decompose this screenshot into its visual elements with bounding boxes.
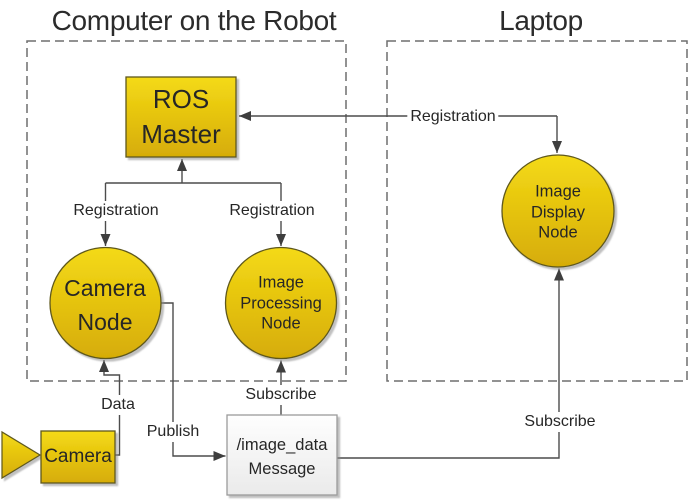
image-processing-node-label: Image Processing Node [240,273,322,333]
robot-computer-boundary [26,40,347,382]
registration-processing-label: Registration [226,201,318,221]
ros-master-box [125,76,237,158]
image-data-message-box [226,414,338,496]
robot-computer-title: Computer on the Robot [51,5,337,36]
image-data-message-label: /image_data Message [236,436,328,478]
camera-device-label: Camera [44,446,112,467]
camera-node-circle [49,246,162,360]
ros-master-label: ROS Master [141,84,221,149]
subscribe-processing-label: Subscribe [242,385,320,405]
laptop-title: Laptop [499,5,583,36]
image-display-node-circle [501,154,615,268]
registration-display-label: Registration [407,107,499,127]
image-display-node-label: Image Display Node [530,182,586,242]
image-processing-node-circle [224,246,338,360]
subscribe-display-label: Subscribe [521,412,599,432]
camera-device-box [40,430,116,484]
laptop-boundary [386,40,688,382]
publish-label: Publish [143,422,203,442]
data-arrow [99,360,121,456]
camera-lens-icon [1,430,42,480]
subscribe-display-arrow [337,268,564,459]
registration-camera-label: Registration [70,201,162,221]
data-label: Data [98,395,138,415]
camera-node-label: Camera Node [64,275,146,335]
publish-arrow [161,302,226,461]
